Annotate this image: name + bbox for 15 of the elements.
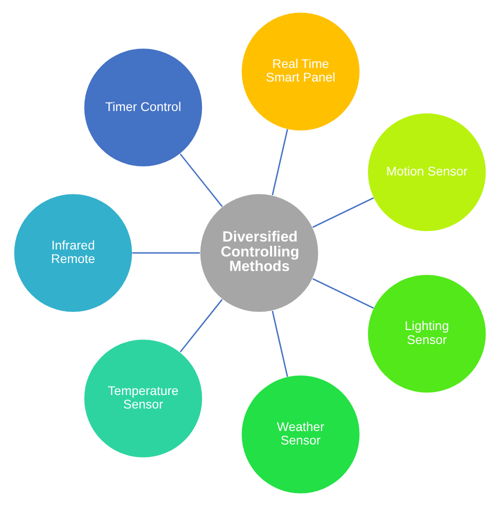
connector: [272, 310, 288, 377]
connector: [180, 154, 223, 207]
connector: [272, 129, 288, 196]
connector: [312, 197, 374, 228]
connector: [132, 252, 200, 254]
node-circle: Diversified Controlling Methods: [200, 194, 318, 312]
node-circle: Lighting Sensor: [368, 274, 486, 393]
node-circle: Infrared Remote: [14, 194, 132, 312]
connector: [312, 278, 374, 309]
node-circle: Motion Sensor: [368, 113, 486, 232]
node-circle: Temperature Sensor: [84, 340, 202, 458]
connector: [180, 299, 223, 352]
node-circle: Real Time Smart Panel: [242, 12, 360, 130]
node-circle: Weather Sensor: [242, 376, 360, 494]
node-circle: Timer Control: [84, 48, 202, 166]
